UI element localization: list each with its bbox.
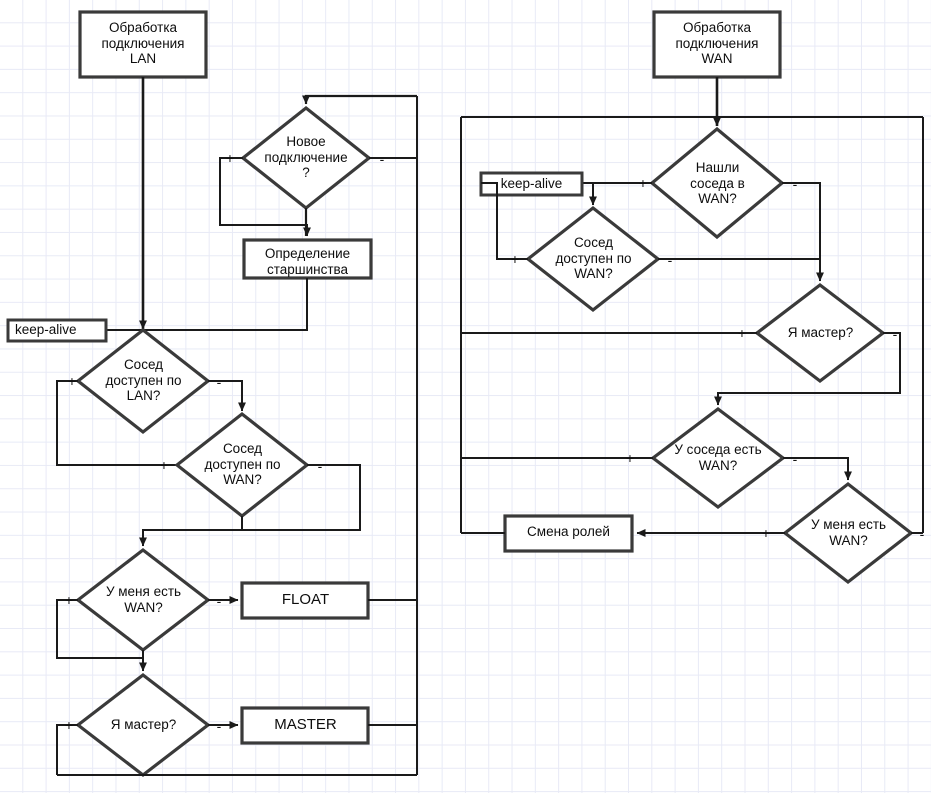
lan-new-connection-no-mark: -: [379, 151, 385, 167]
lan-new-connection-shape: [240, 105, 372, 211]
wan-found-neighbor-yes-mark: +: [638, 175, 648, 191]
wan-neighbor-wan-yes-mark: +: [510, 251, 520, 267]
lan-am-i-master-yes-mark: +: [64, 717, 74, 733]
lan-am-i-master-no-mark: -: [216, 718, 222, 734]
lan-seniority-box-shape: [242, 238, 373, 280]
wan-am-i-master-no-path: [714, 332, 901, 406]
wan-neighbor-has-wan-yes-mark: +: [625, 450, 635, 466]
lan-i-have-wan-yes-mark: +: [64, 592, 74, 608]
lan-new-connection-yes-mark: +: [225, 150, 235, 166]
lan-i-have-wan-no-mark: -: [216, 593, 222, 609]
wan-i-have-wan-shape: [782, 481, 914, 585]
wan-found-neighbor-no-mark: -: [792, 176, 798, 192]
lan-neighbor-lan-no-mark: -: [216, 374, 222, 390]
lan-master-box-shape: [240, 706, 370, 745]
lan-keep-alive-box-shape: [6, 318, 108, 343]
wan-am-i-master-shape: [754, 282, 886, 384]
lan-am-i-master-yes-path: [56, 724, 78, 775]
wan-i-have-wan-no-mark: -: [919, 526, 925, 542]
wan-found-neighbor-no-path: [782, 182, 824, 282]
wan-neighbor-wan-yes-path: [481, 182, 528, 260]
lan-loop-into-new-connection: [302, 94, 417, 105]
wan-am-i-master-no-mark: -: [892, 326, 898, 342]
lan-neighbor-wan-shape: [174, 411, 310, 519]
wan-start-box-shape: [652, 10, 782, 79]
lan-neighbor-wan-no-path: [139, 464, 361, 547]
lan-neighbor-wan-no-mark: -: [317, 458, 323, 474]
wan-neighbor-has-wan-no-path: [783, 457, 852, 481]
lan-float-box-shape: [240, 581, 370, 620]
lan-neighbor-lan-yes-mark: +: [67, 373, 77, 389]
lan-neighbor-lan-shape: [75, 327, 211, 435]
lan-neighbor-wan-yes-mark: +: [159, 457, 169, 473]
wan-i-have-wan-yes-mark: +: [761, 525, 771, 541]
wan-neighbor-wan-no-mark: -: [667, 252, 673, 268]
wan-found-neighbor-shape: [649, 126, 785, 240]
wan-neighbor-has-wan-no-mark: -: [792, 451, 798, 467]
lan-seniority-out: [57, 278, 308, 331]
lan-start-box-shape: [78, 10, 208, 79]
wan-neighbor-has-wan-shape: [650, 406, 786, 510]
lan-i-have-wan-yes-path: [56, 599, 147, 672]
lan-i-have-wan-shape: [75, 547, 211, 653]
lan-am-i-master-shape: [75, 672, 211, 778]
lan-neighbor-lan-no-path: [208, 380, 246, 412]
wan-neighbor-wan-shape: [525, 205, 661, 313]
lan-neighbor-lan-yes-path: [56, 380, 230, 466]
wan-role-change-box-shape: [503, 514, 634, 553]
wan-am-i-master-yes-mark: +: [737, 325, 747, 341]
